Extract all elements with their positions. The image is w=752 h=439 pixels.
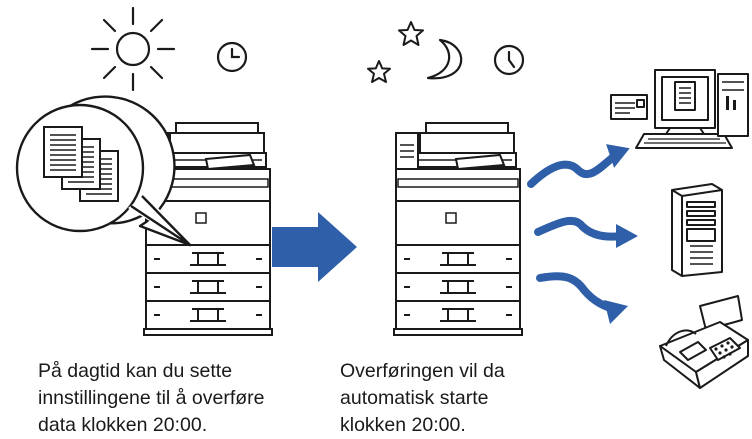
caption-daytime-setup: På dagtid kan du sette innstillingene ti… [38, 358, 265, 439]
clock-icon [216, 41, 248, 73]
fax-icon [659, 295, 749, 389]
transfer-arrow [272, 212, 357, 282]
send-arrow [527, 154, 626, 314]
server-icon [671, 183, 723, 277]
sun-icon [90, 6, 176, 92]
caption-line: klokken 20:00. [340, 414, 466, 436]
caption-line: På dagtid kan du sette [38, 360, 233, 382]
star-icon [398, 21, 424, 46]
caption-line: data klokken 20:00. [38, 414, 208, 436]
document-stack-icon [15, 95, 192, 247]
caption-line: innstillingene til å overføre [38, 387, 265, 409]
caption-line: Overføringen vil da [340, 360, 505, 382]
computer-icon [610, 69, 749, 149]
printer-icon [393, 122, 523, 336]
moon-icon [426, 38, 463, 80]
caption-line: automatisk starte [340, 387, 489, 409]
caption-auto-transfer: Overføringen vil da automatisk starte kl… [340, 358, 505, 439]
clock-icon [493, 44, 525, 76]
send-arrowhead [604, 144, 638, 324]
star-icon [367, 60, 391, 83]
